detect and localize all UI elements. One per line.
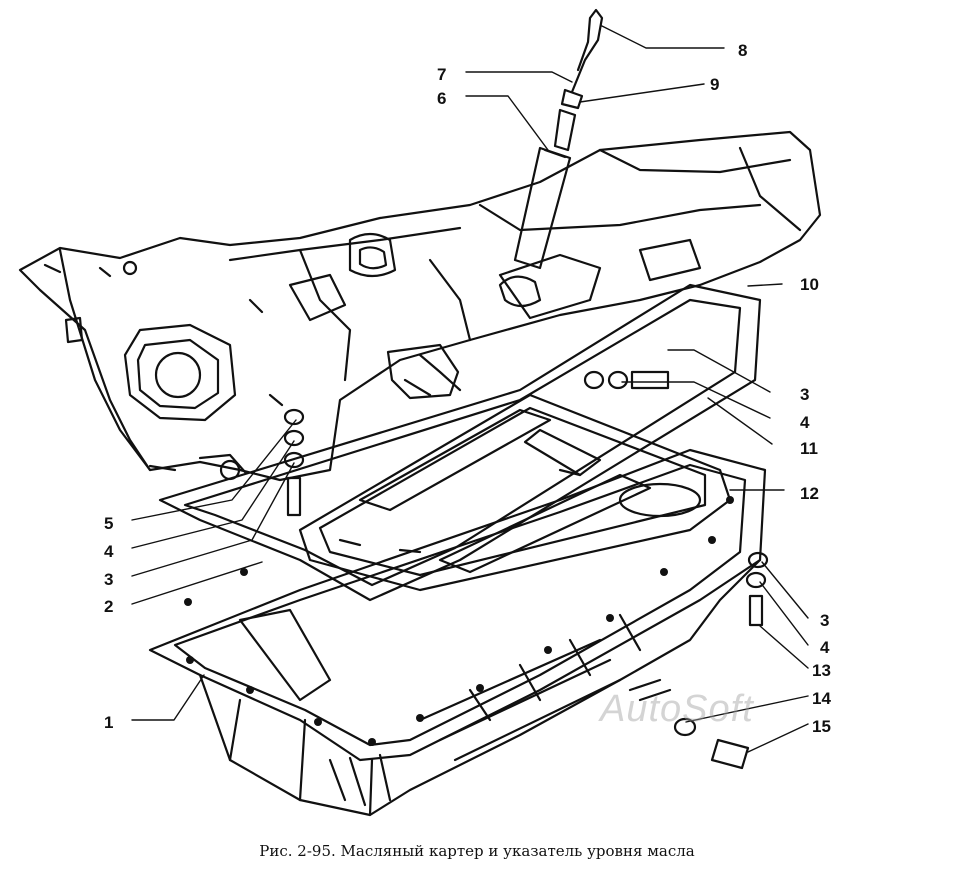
callout-8: 8 bbox=[738, 41, 747, 60]
callout-11: 11 bbox=[800, 439, 818, 458]
callout-4-lower-right: 4 bbox=[820, 638, 830, 657]
callout-7: 7 bbox=[437, 65, 446, 84]
transmission-housing bbox=[18, 130, 822, 482]
callout-9: 9 bbox=[710, 75, 719, 94]
callout-15: 15 bbox=[812, 717, 831, 736]
callout-13: 13 bbox=[812, 661, 831, 680]
callout-4-left: 4 bbox=[104, 542, 114, 561]
callout-1: 1 bbox=[104, 713, 113, 732]
leader-lines bbox=[131, 25, 809, 753]
callout-4-upper-right: 4 bbox=[800, 413, 810, 432]
callout-12: 12 bbox=[800, 484, 819, 503]
callout-3-lower-right: 3 bbox=[820, 611, 829, 630]
callout-3-left: 3 bbox=[104, 570, 113, 589]
callout-10: 10 bbox=[800, 275, 819, 294]
callout-14: 14 bbox=[812, 689, 831, 708]
callout-2: 2 bbox=[104, 597, 113, 616]
watermark: AutoSoft bbox=[600, 688, 754, 730]
dipstick-assembly bbox=[498, 8, 604, 308]
oil-strainer bbox=[298, 393, 732, 592]
callout-6: 6 bbox=[437, 89, 446, 108]
callout-3-upper-right: 3 bbox=[800, 385, 809, 404]
oil-pan bbox=[148, 448, 767, 817]
callout-labels: 8 7 9 6 10 3 4 11 12 5 4 3 2 3 4 13 14 1… bbox=[104, 41, 831, 736]
figure-caption: Рис. 2-95. Масляный картер и указатель у… bbox=[259, 842, 695, 860]
callout-5: 5 bbox=[104, 514, 113, 533]
hardware bbox=[283, 370, 769, 770]
